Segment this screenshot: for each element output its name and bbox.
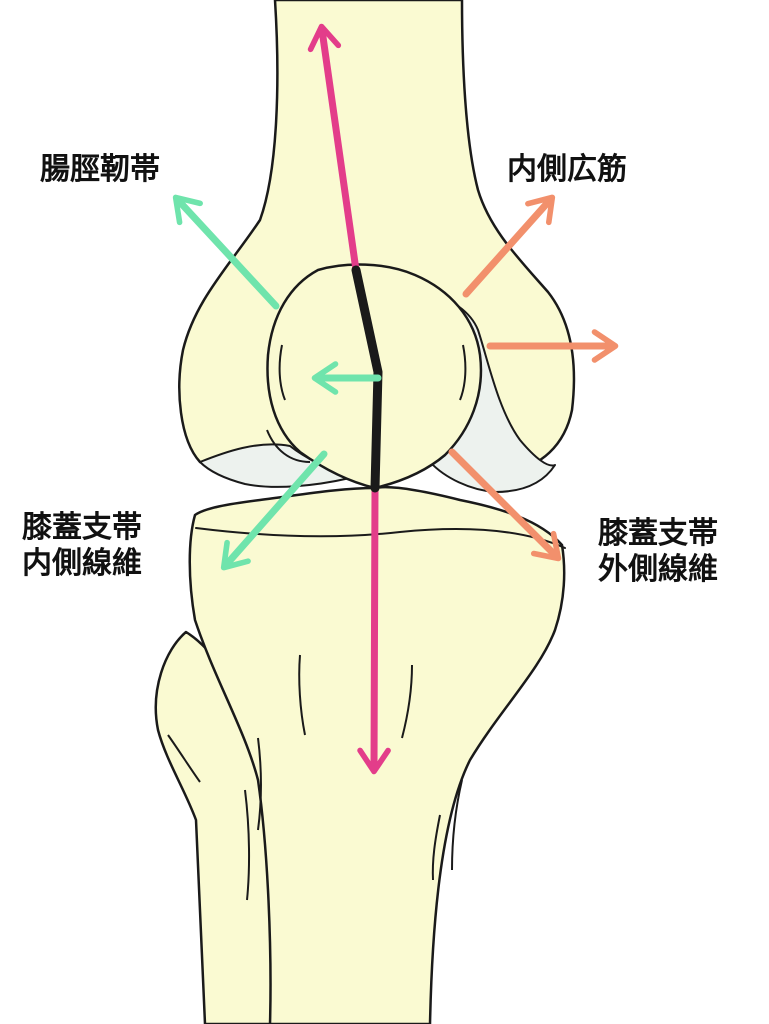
- patella-axis-line: [351, 265, 383, 493]
- label-text: 腸脛靭帯: [40, 152, 160, 187]
- label-lateral-retinaculum: 膝蓋支帯 外側線維: [598, 516, 718, 588]
- vastus-medialis-arrow: [462, 194, 556, 298]
- medial-retinaculum-arrow: [220, 450, 328, 571]
- label-vastus-medialis: 内側広筋: [507, 152, 627, 188]
- tibial-axis-arrow: [357, 486, 391, 775]
- lateral-retinaculum-arrow: [448, 448, 562, 562]
- label-text: 内側広筋: [507, 152, 627, 187]
- iliotibial-band-arrow: [172, 194, 280, 310]
- label-line-2: 外側線維: [598, 552, 718, 587]
- label-medial-retinaculum: 膝蓋支帯 内側線維: [22, 510, 142, 582]
- label-line-1: 膝蓋支帯: [598, 516, 718, 551]
- label-iliotibial-band: 腸脛靭帯: [40, 152, 160, 188]
- label-line-1: 膝蓋支帯: [22, 510, 142, 545]
- label-line-2: 内側線維: [22, 546, 142, 581]
- femoral-axis-arrow: [307, 23, 360, 274]
